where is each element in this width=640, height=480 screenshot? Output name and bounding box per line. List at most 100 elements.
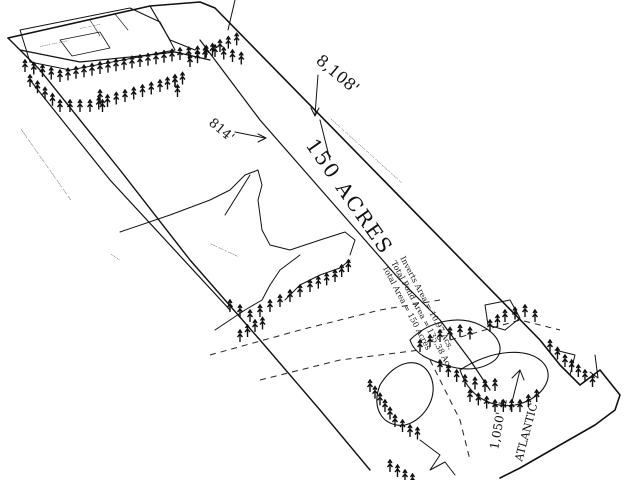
tree-icon [26, 73, 34, 87]
tree-icon [533, 388, 540, 402]
tree-icon [581, 368, 589, 382]
tree-icon [216, 38, 224, 52]
tree-icon [233, 32, 240, 46]
tree-icon [256, 303, 264, 317]
tree-icon [56, 98, 64, 112]
tree-icon [41, 86, 49, 100]
tree-icon [139, 83, 146, 97]
tree-icon [491, 377, 499, 391]
tree-icon [66, 98, 74, 112]
tree-icon [72, 65, 80, 79]
road-label: ATLANTIC [512, 402, 540, 464]
dimension-long-label: 8,108' [312, 51, 363, 98]
tree-icon [88, 62, 96, 76]
tree-icon [76, 98, 84, 112]
tree-icon [225, 35, 232, 49]
stream-line [119, 169, 356, 331]
tree-icon [399, 418, 406, 432]
tree-icon [171, 73, 179, 87]
tree-icon [494, 313, 501, 327]
area-label: 150 ACRES [301, 134, 398, 259]
tree-icon [446, 326, 454, 340]
tree-icon [179, 71, 186, 85]
tree-icon [486, 318, 494, 332]
tree-icon [426, 333, 434, 347]
tree-icon [345, 258, 352, 272]
tree-icon [236, 328, 244, 342]
tree-symbols [21, 32, 596, 480]
tree-icon [466, 388, 474, 402]
tree-icon [113, 91, 120, 105]
tree-icon [80, 63, 88, 78]
tree-icon [186, 53, 194, 67]
tree-icon [96, 60, 104, 74]
tree-icon [453, 368, 460, 382]
tree-icon [164, 76, 171, 90]
tree-icon [391, 413, 399, 427]
tree-icon [136, 53, 144, 67]
tree-icon [49, 92, 56, 106]
tree-icon [104, 59, 112, 73]
tree-icon [481, 378, 489, 392]
tree-icon [244, 323, 251, 337]
svg-text:---- --- - ------: ---- --- - ------ [209, 241, 239, 259]
tree-icon [525, 393, 532, 407]
tree-icon [34, 79, 41, 94]
tree-icon [416, 338, 424, 352]
tree-icon [568, 358, 575, 372]
tree-icon [148, 81, 155, 95]
tree-icon [401, 468, 409, 480]
dashed-lines [209, 299, 561, 461]
tree-icon [174, 83, 181, 97]
tree-icon [96, 88, 104, 102]
tree-icon [475, 392, 482, 406]
tree-icon [531, 308, 539, 322]
tree-icon [236, 303, 244, 317]
tree-icon [160, 49, 168, 63]
tree-icon [501, 308, 509, 322]
interior-line [199, 39, 491, 391]
tree-icon [436, 328, 444, 342]
tree-icon [259, 316, 266, 330]
area-summary: Inverts Area = 10.97 Acs. Total Pond Are… [381, 255, 456, 373]
tree-icon [229, 48, 236, 62]
tree-icon [64, 67, 72, 81]
tree-icon [201, 46, 209, 60]
tree-icon [39, 63, 46, 77]
tree-icon [21, 58, 29, 72]
tree-icon [306, 278, 314, 292]
tree-icon [296, 283, 304, 297]
dimension-arrow [227, 0, 599, 411]
tree-icon [483, 395, 490, 409]
svg-text:------: ------ [109, 252, 121, 263]
tree-icon [366, 378, 374, 392]
tree-icon [466, 326, 474, 340]
pond-area [376, 299, 576, 476]
tree-icon [194, 49, 201, 64]
tree-icon [409, 472, 416, 480]
tree-icon [168, 48, 176, 62]
svg-text:------ --- -----: ------ --- ----- [39, 38, 68, 50]
tree-icon [121, 88, 129, 102]
tree-icon [456, 323, 464, 337]
tree-icon [152, 50, 160, 65]
tree-icon [561, 353, 569, 367]
tree-icon [156, 78, 164, 92]
tree-icon [386, 458, 394, 472]
upper-lot-block: ------ --- ----- ---- -- ---- [19, 7, 176, 71]
tree-icon [315, 275, 322, 289]
tree-icon [511, 306, 519, 320]
tree-icon [436, 358, 444, 372]
tree-icon [238, 51, 245, 65]
tree-icon [471, 376, 479, 390]
tree-icon [516, 398, 524, 412]
tree-icon [209, 42, 216, 56]
tree-icon [144, 52, 152, 66]
tree-icon [226, 298, 234, 312]
tree-icon [112, 57, 120, 72]
svg-text:------ ----- ---- ----- --- --: ------ ----- ---- ----- --- ------ -----… [18, 128, 73, 203]
tree-icon [246, 308, 254, 322]
tree-icon [211, 43, 219, 57]
tree-icon [220, 46, 227, 60]
